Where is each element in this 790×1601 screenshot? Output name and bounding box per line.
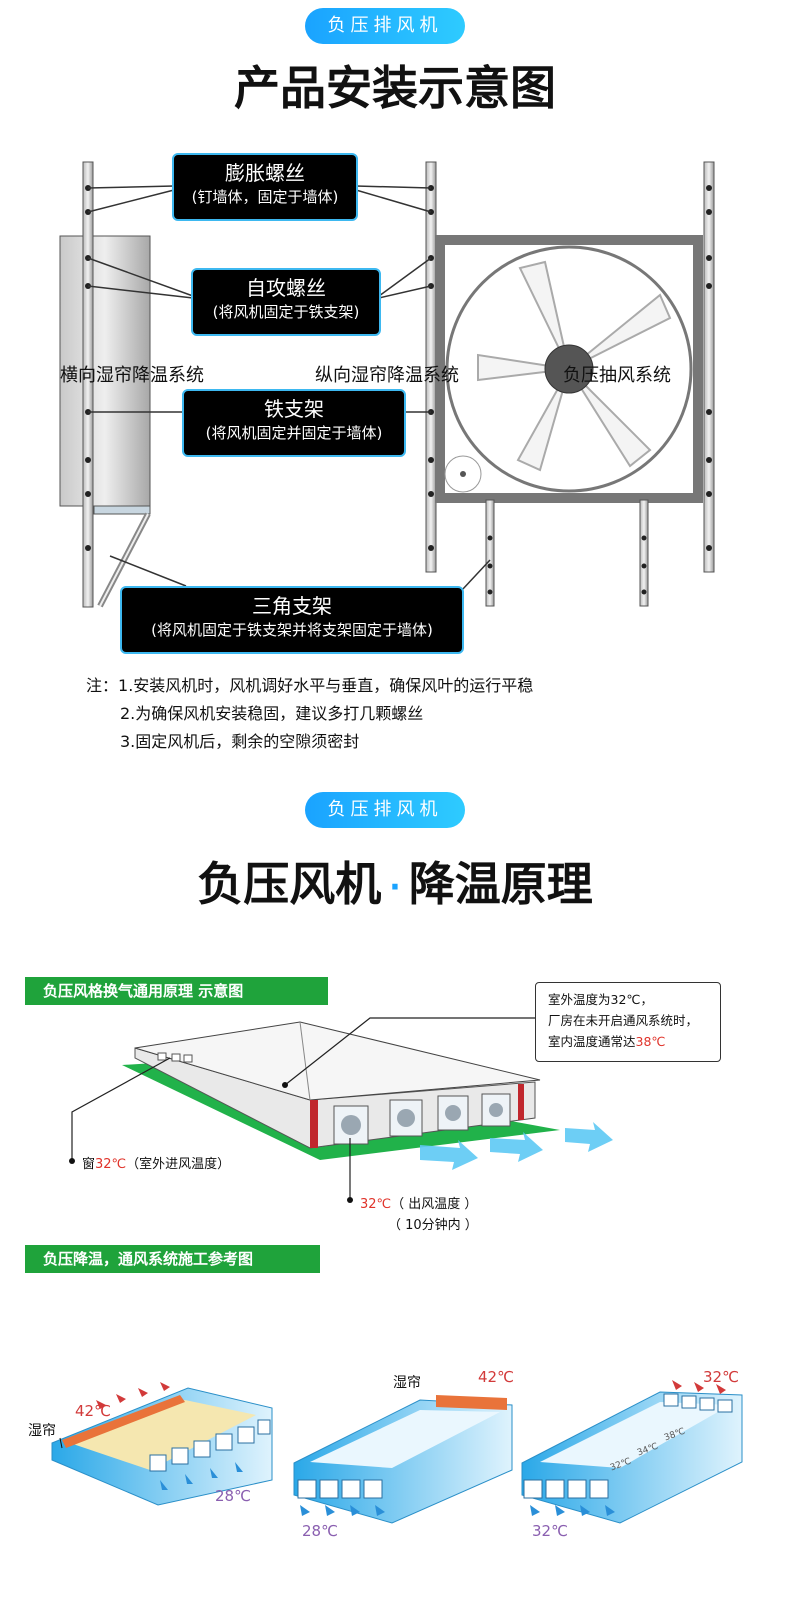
- info-line-3b: 38℃: [635, 1034, 666, 1049]
- page-title-cooling: 负压风机·降温原理: [0, 848, 790, 914]
- info-line-2: 厂房在未开启通风系统时，: [548, 1013, 699, 1028]
- callout-iron-note: (将风机固定并固定于墙体): [205, 424, 383, 442]
- page-title-install: 产品安装示意图: [234, 61, 556, 115]
- wet-curtain-panel: [59, 235, 151, 507]
- window-label-a: 窗: [82, 1157, 96, 1172]
- install-notes: 注：1.安装风机时，风机调好水平与垂直，确保风叶的运行平稳 2.为确保风机安装稳…: [86, 672, 533, 756]
- ref1-in-temp: 42℃: [75, 1402, 111, 1420]
- cooling-title-right: 降温原理: [408, 857, 593, 911]
- title-dot: ·: [389, 870, 401, 905]
- fan-ring: [445, 245, 693, 493]
- callout-iron-bracket: 铁支架 (将风机固定并固定于墙体): [182, 389, 406, 457]
- callout-expansion-note: (钉墙体，固定于墙体): [191, 188, 339, 206]
- window-label-c: （室外进风温度）: [126, 1157, 231, 1172]
- notes-prefix: 注：: [86, 676, 119, 695]
- callout-tapping-screw: 自攻螺丝 (将风机固定于铁支架): [191, 268, 381, 336]
- outlet-label-b: （ 出风温度 ）: [391, 1197, 478, 1212]
- section-pill-1: 负压排风机: [305, 8, 465, 44]
- callout-tapping-title: 自攻螺丝: [246, 276, 326, 300]
- callout-triangle-note: (将风机固定于铁支架并将支架固定于墙体): [151, 621, 433, 639]
- ref2-out-temp: 28℃: [302, 1522, 338, 1540]
- outlet-label-time: （ 10分钟内 ）: [388, 1218, 478, 1233]
- note-line-3: 3.固定风机后，剩余的空隙须密封: [120, 732, 360, 751]
- info-line-1: 室外温度为32℃，: [548, 992, 653, 1007]
- bar-construction-reference: 负压降温，通风系统施工参考图: [25, 1245, 320, 1273]
- note-line-2: 2.为确保风机安装稳固，建议多打几颗螺丝: [120, 704, 424, 723]
- ref3-out-temp: 32℃: [532, 1522, 568, 1540]
- outlet-label: 32℃（ 出风温度 ）: [360, 1193, 477, 1212]
- callout-iron-title: 铁支架: [264, 397, 324, 421]
- outlet-label-a: 32℃: [360, 1197, 392, 1212]
- ref2-curtain-label: 湿帘: [393, 1375, 421, 1391]
- section-pill-2: 负压排风机: [305, 792, 465, 828]
- cooling-title-left: 负压风机: [197, 857, 382, 911]
- bar-general-principle: 负压风格换气通用原理 示意图: [25, 977, 328, 1005]
- ref3-in-temp: 32℃: [703, 1368, 739, 1386]
- info-line-3a: 室内温度通常达: [548, 1034, 636, 1049]
- window-label-b: 32℃: [95, 1157, 127, 1172]
- note-line-1: 1.安装风机时，风机调好水平与垂直，确保风叶的运行平稳: [118, 676, 534, 695]
- label-exhaust-system: 负压抽风系统: [563, 365, 671, 386]
- ref2-in-temp: 42℃: [478, 1368, 514, 1386]
- window-label: 窗32℃（室外进风温度）: [82, 1153, 230, 1172]
- info-box-temperature: 室外温度为32℃， 厂房在未开启通风系统时， 室内温度通常达38℃: [535, 982, 721, 1062]
- ref1-curtain-label: 湿帘: [28, 1423, 56, 1439]
- label-horizontal-system: 横向湿帘降温系统: [60, 365, 204, 386]
- callout-expansion-screw: 膨胀螺丝 (钉墙体，固定于墙体): [172, 153, 358, 221]
- label-vertical-system: 纵向湿帘降温系统: [315, 365, 459, 386]
- ref1-out-temp: 28℃: [215, 1487, 251, 1505]
- callout-triangle-title: 三角支架: [252, 594, 332, 618]
- fan-hub: [544, 344, 594, 394]
- callout-triangle-bracket: 三角支架 (将风机固定于铁支架并将支架固定于墙体): [120, 586, 464, 654]
- right-post: [703, 161, 715, 573]
- callout-tapping-note: (将风机固定于铁支架): [212, 303, 360, 321]
- left-post: [82, 161, 94, 608]
- callout-expansion-title: 膨胀螺丝: [225, 161, 305, 185]
